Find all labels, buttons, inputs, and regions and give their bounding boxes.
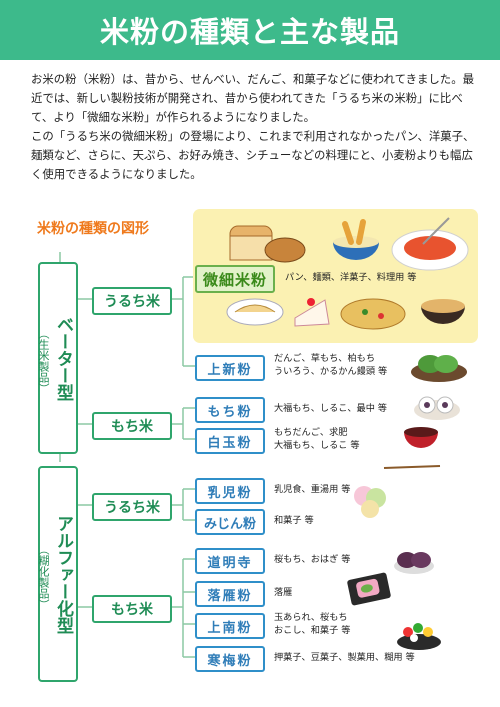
item-mijinko: みじん粉	[195, 509, 265, 535]
rakugan-icon	[347, 572, 391, 606]
item-rakugan-desc: 落雁	[274, 587, 293, 598]
item-domyoji: 道明寺	[195, 548, 265, 574]
alpha-uruchi-label: うるち米	[92, 493, 172, 521]
kusamochi-icon	[411, 355, 467, 382]
beta-mochi-label: もち米	[92, 412, 172, 440]
alpha-type-box: アルファー化型 （糊化製品）	[37, 466, 78, 682]
item-joshin-desc: だんご、草もち、柏もち ういろう、かるかん饅頭 等	[274, 353, 388, 377]
pasta-icon	[391, 217, 469, 271]
item-kanbai-desc: 押菓子、豆菓子、製菓用、糊用 等	[274, 652, 415, 663]
gyoza-icon	[226, 298, 284, 326]
alpha-type-sub: （糊化製品）	[37, 544, 50, 610]
alpha-type-label: アルファー化型	[53, 514, 73, 634]
beta-type-label: ベーター型	[53, 315, 73, 401]
arare-icon	[397, 623, 441, 650]
item-mochiko: もち粉	[195, 397, 265, 423]
item-bisai: 微細米粉	[195, 265, 275, 293]
bread-icon	[229, 225, 306, 263]
beta-type-box: ベーター型 （生米製品）	[37, 262, 78, 454]
fine-flour-food-illustrations	[226, 217, 469, 330]
cake-icon	[294, 298, 330, 327]
intro-text: お米の粉（米粉）は、昔から、せんべい、だんご、和菓子などに使われてきました。最近…	[31, 70, 479, 184]
wagashi-icon	[354, 486, 386, 518]
item-nyujiko: 乳児粉	[195, 478, 265, 504]
intro-paragraph-2: この「うるち米の微細米粉」の登場により、これまで利用されなかったパン、洋菓子、麺…	[31, 129, 475, 181]
shiruko-icon	[383, 427, 441, 469]
item-rakugan: 落雁粉	[195, 581, 265, 607]
pizza-icon	[340, 298, 406, 330]
intro-paragraph-1: お米の粉（米粉）は、昔から、せんべい、だんご、和菓子などに使われてきました。最近…	[31, 72, 474, 124]
item-mochiko-desc: 大福もち、しるこ、最中 等	[274, 403, 387, 414]
item-shiratama-desc: もちだんご、求肥 大福もち、しるこ 等	[274, 427, 360, 451]
beta-type-sub: （生米製品）	[37, 328, 50, 394]
tempura-bowl-icon	[333, 219, 379, 260]
item-jonan: 上南粉	[195, 613, 265, 639]
alpha-mochi-label: もち米	[92, 595, 172, 623]
item-joshin: 上新粉	[195, 355, 265, 381]
item-jonan-desc: 玉あられ、桜もち おこし、和菓子 等	[274, 612, 351, 636]
item-shiratama: 白玉粉	[195, 428, 265, 454]
ramen-icon	[421, 299, 465, 324]
item-bisai-desc: パン、麺類、洋菓子、料理用 等	[285, 272, 417, 283]
ohagi-icon	[394, 552, 434, 574]
page-title: 米粉の種類と主な製品	[0, 0, 500, 60]
item-domyoji-desc: 桜もち、おはぎ 等	[274, 554, 351, 565]
item-kanbai: 寒梅粉	[195, 646, 265, 672]
daifuku-icon	[414, 396, 460, 420]
item-mijinko-desc: 和菓子 等	[274, 515, 314, 526]
item-nyujiko-desc: 乳児食、重湯用 等	[274, 484, 351, 495]
beta-uruchi-label: うるち米	[92, 287, 172, 315]
section-title: 米粉の種類の図形	[37, 221, 149, 237]
